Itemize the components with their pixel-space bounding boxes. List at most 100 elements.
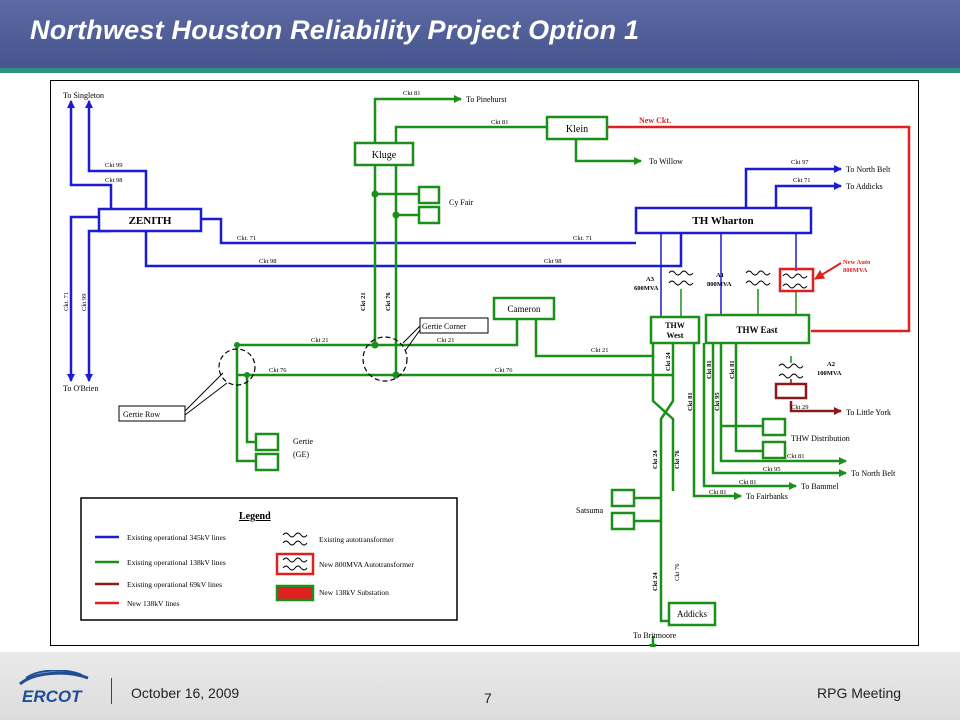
a2-69kv-box [774,382,808,400]
svg-text:To Pinehurst: To Pinehurst [466,95,507,104]
ercot-logo: ERCOT [19,670,89,706]
svg-text:Kluge: Kluge [372,150,397,161]
svg-text:To North Belt: To North Belt [846,165,891,174]
svg-text:Ckt 81: Ckt 81 [729,360,736,379]
station-zenith [97,207,203,233]
svg-text:Existing operational 345kV lin: Existing operational 345kV lines [127,533,226,542]
svg-text:Cy Fair: Cy Fair [449,198,474,207]
svg-text:A3: A3 [646,276,655,283]
svg-text:100MVA: 100MVA [817,370,842,377]
svg-text:New 800MVA Autotransformer: New 800MVA Autotransformer [319,560,414,569]
svg-text:Ckt. 71: Ckt. 71 [63,292,70,311]
small-substations [254,185,787,531]
cy-fair-box-2 [417,205,441,225]
svg-text:To North Belt: To North Belt [851,469,896,478]
svg-text:800MVA: 800MVA [707,281,732,288]
svg-text:THW East: THW East [736,325,777,335]
svg-text:To Willow: To Willow [649,157,683,166]
svg-text:Ckt 21: Ckt 21 [360,292,367,311]
svg-text:Ckt 81: Ckt 81 [709,489,727,496]
svg-text:Ckt 24: Ckt 24 [652,572,659,591]
svg-text:Ckt 24: Ckt 24 [665,352,672,371]
svg-text:Ckt 24: Ckt 24 [652,450,659,469]
svg-text:New 138kV lines: New 138kV lines [127,599,179,608]
svg-text:Gertie Corner: Gertie Corner [422,322,467,331]
satsuma-box-2 [610,511,636,531]
cy-fair-box-1 [417,185,441,205]
svg-text:New Ckt.: New Ckt. [639,116,671,125]
svg-text:Ckt 95: Ckt 95 [763,466,781,473]
header-accent-bar [0,68,960,73]
new-auto-label: New Auto 800MVA [843,259,870,274]
svg-text:To O'Brien: To O'Brien [63,384,98,393]
svg-text:Ckt 81: Ckt 81 [403,90,421,97]
header-bar: Northwest Houston Reliability Project Op… [0,0,960,68]
gertie-corner-callout [419,317,489,334]
station-kluge [353,141,415,167]
svg-text:To Singleton: To Singleton [63,91,104,100]
footer-date: October 16, 2009 [131,685,240,701]
svg-text:A1: A1 [716,272,724,279]
gertie-box-1 [254,432,280,452]
svg-text:To Little York: To Little York [846,408,891,417]
station-cameron [492,296,556,321]
svg-text:Ckt 98: Ckt 98 [544,258,562,265]
lines-138kv [235,95,847,647]
svg-text:Ckt 21: Ckt 21 [311,337,329,344]
svg-text:To Fairbanks: To Fairbanks [746,492,788,501]
satsuma-box-1 [610,488,636,508]
svg-text:(GE): (GE) [293,450,309,459]
svg-text:600MVA: 600MVA [634,285,659,292]
svg-text:Ckt 76: Ckt 76 [269,367,287,374]
svg-text:Existing operational 69kV line: Existing operational 69kV lines [127,580,222,589]
svg-text:Ckt 95: Ckt 95 [714,392,721,411]
circuit-labels: Ckt 81 Ckt 81 Ckt 99 Ckt 98 Ckt. 71 Ckt.… [105,90,811,496]
junction-dots [234,190,400,379]
svg-text:Ckt 98: Ckt 98 [105,177,123,184]
svg-text:THW Distribution: THW Distribution [791,434,850,443]
svg-text:To Bammel: To Bammel [801,482,839,491]
slide-title: Northwest Houston Reliability Project Op… [30,15,640,45]
dashed-markers [218,336,408,386]
legend: Legend Existing operational 345kV lines … [80,497,458,621]
svg-text:Ckt 99: Ckt 99 [105,162,123,169]
svg-text:Ckt 99: Ckt 99 [81,293,88,311]
thw-dist-box-1 [761,417,787,437]
svg-text:Gertie: Gertie [293,437,313,446]
svg-text:Ckt 81: Ckt 81 [491,119,509,126]
svg-text:Satsuma: Satsuma [576,506,604,515]
svg-text:Ckt 29: Ckt 29 [791,404,809,411]
svg-text:To Addicks: To Addicks [846,182,883,191]
svg-text:Ckt 76: Ckt 76 [674,450,681,469]
gertie-row-callout [118,405,186,422]
station-th-wharton [634,206,813,235]
svg-text:Gertie Row: Gertie Row [123,410,160,419]
svg-text:A2: A2 [827,361,835,368]
footer-meeting: RPG Meeting [817,685,902,701]
svg-text:Ckt 76: Ckt 76 [495,367,513,374]
svg-text:Ckt 98: Ckt 98 [259,258,277,265]
one-line-diagram: ZENITH TH Wharton Kluge Klein Cameron TH… [50,80,919,647]
svg-text:New Auto: New Auto [843,259,870,266]
station-klein [545,115,609,141]
footer-divider [111,678,112,704]
svg-text:ZENITH: ZENITH [129,215,172,227]
svg-text:Ckt 71: Ckt 71 [793,177,811,184]
station-thw-east [704,313,811,345]
thw-dist-box-2 [761,440,787,460]
svg-text:Ckt 97: Ckt 97 [791,159,809,166]
station-addicks [667,601,717,627]
gertie-box-2 [254,452,280,472]
svg-text:Ckt 81: Ckt 81 [706,360,713,379]
svg-text:Ckt 76: Ckt 76 [674,563,681,581]
svg-text:West: West [667,331,684,340]
svg-text:Ckt. 71: Ckt. 71 [237,235,256,242]
svg-text:Ckt 81: Ckt 81 [787,453,805,460]
svg-text:Addicks: Addicks [677,609,707,619]
svg-text:Cameron: Cameron [508,304,541,314]
destination-labels: To Singleton To O'Brien To Pinehurst To … [63,91,896,640]
svg-text:Ckt 21: Ckt 21 [591,347,609,354]
station-thw-west [649,315,701,345]
svg-text:Ckt 81: Ckt 81 [687,392,694,411]
transformer-labels: A3 600MVA A1 800MVA A2 100MVA [634,272,842,377]
